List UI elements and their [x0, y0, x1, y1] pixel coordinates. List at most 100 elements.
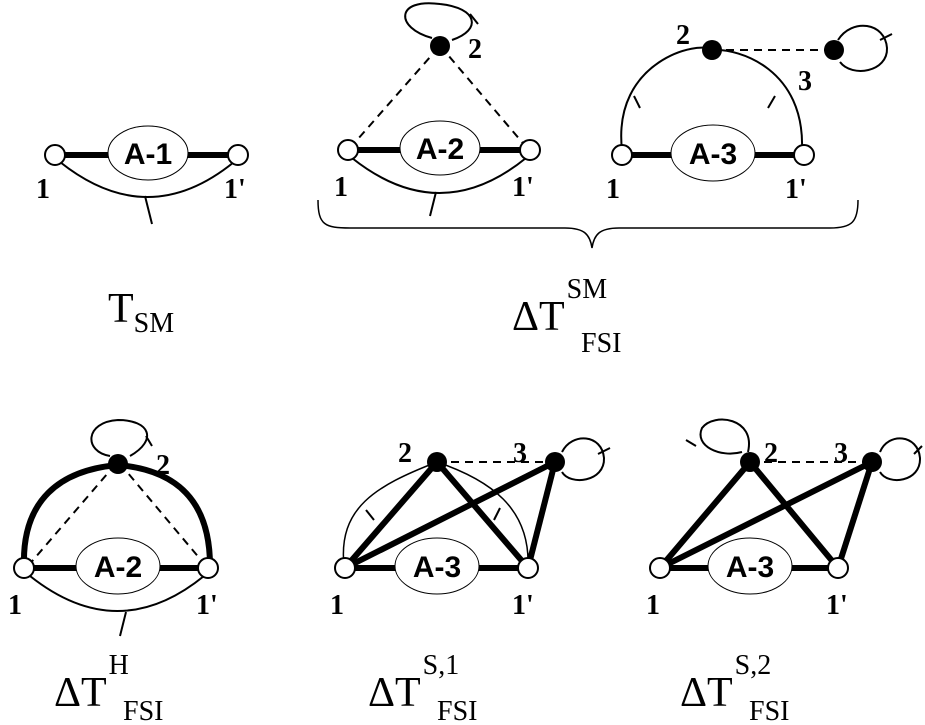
blob [75, 537, 161, 595]
thick-line-2-1p [747, 460, 841, 570]
node-1p-label: 1' [196, 590, 218, 621]
diagram-h: A-2 2 1 1' [8, 418, 219, 637]
node-1p [197, 557, 219, 579]
loop-tick-2 [685, 439, 697, 447]
caption-t-sm: TSM [108, 286, 174, 339]
node-1p-label: 1' [512, 590, 534, 621]
thick-line-3-1p [835, 461, 875, 569]
node-2-label: 2 [156, 450, 170, 481]
dashed-line-1p-2 [121, 465, 207, 567]
node-2 [430, 36, 450, 56]
node-1 [44, 144, 66, 166]
loop-tick [879, 33, 893, 41]
node-1 [334, 557, 356, 579]
thick-line-1-3 [658, 459, 874, 571]
self-loop-3 [879, 437, 922, 481]
blob-label: A-2 [416, 133, 464, 166]
diagram-a2: A-2 2 1 1' [334, 2, 541, 217]
node-2 [702, 40, 722, 60]
node-3 [545, 452, 565, 472]
node-2-label: 2 [676, 20, 690, 51]
blob-label: A-3 [413, 551, 461, 584]
thin-arc-right [436, 461, 529, 567]
node-1 [337, 139, 359, 161]
node-1 [649, 557, 671, 579]
blob-label: A-3 [726, 551, 774, 584]
dashed-line-1p-2 [441, 47, 528, 149]
arc-tick [119, 611, 127, 637]
node-3-label: 3 [834, 438, 848, 469]
node-2-label: 2 [764, 438, 778, 469]
node-2 [108, 454, 128, 474]
node-3 [824, 40, 844, 60]
node-1 [611, 144, 633, 166]
node-1-label: 1 [334, 172, 348, 203]
blob [394, 537, 480, 595]
self-loop [404, 2, 473, 41]
node-1p-label: 1' [512, 172, 534, 203]
node-1-label: 1 [36, 174, 50, 205]
arc-tick-right [767, 95, 776, 109]
dashed-line-1-2 [27, 465, 115, 567]
node-1-label: 1 [606, 174, 620, 205]
blob-label: A-2 [94, 551, 142, 584]
node-2 [740, 452, 760, 472]
blob-label: A-1 [124, 138, 172, 171]
node-1 [13, 557, 35, 579]
self-loop [837, 24, 889, 72]
blob [707, 537, 793, 595]
diagram-a3: A-3 2 3 1 1' [606, 20, 893, 205]
arc-tick-left [633, 95, 641, 109]
thick-line-3-1p [525, 461, 558, 569]
lower-arc [29, 575, 205, 612]
blob-label: A-3 [689, 138, 737, 171]
arc-tick [429, 191, 437, 217]
node-1p-label: 1' [224, 174, 246, 205]
blob [399, 120, 481, 176]
thick-line-1-3 [343, 459, 557, 571]
thick-line-1-2 [342, 460, 440, 570]
self-loop-2 [699, 418, 750, 455]
arc-tick-left [365, 509, 375, 521]
node-1p [517, 557, 539, 579]
self-loop [90, 418, 149, 457]
self-loop [561, 437, 606, 481]
thick-line-2-1p [434, 460, 531, 570]
thick-line-1-2 [657, 460, 753, 570]
node-3-label: 3 [513, 438, 527, 469]
node-1p [793, 144, 815, 166]
node-1p [227, 144, 249, 166]
node-2 [427, 452, 447, 472]
node-1p-label: 1' [785, 174, 807, 205]
node-3 [862, 452, 882, 472]
loop-tick [145, 435, 153, 447]
node-2-label: 2 [398, 438, 412, 469]
diagram-a1: A-1 1 1' [36, 125, 249, 225]
grouping-brace [317, 199, 859, 249]
diagram-s2: A-3 2 3 1 1' [646, 418, 923, 621]
node-1-label: 1 [330, 590, 344, 621]
loop-tick [469, 13, 479, 25]
lower-arc [59, 161, 235, 198]
node-1-label: 1 [646, 590, 660, 621]
node-3-label: 3 [798, 66, 812, 97]
blob [670, 124, 756, 182]
diagram-s1: A-3 2 3 1 1' [330, 437, 611, 621]
node-2-label: 2 [468, 34, 482, 65]
node-1p [827, 557, 849, 579]
node-1-label: 1 [8, 590, 22, 621]
lower-arc [351, 157, 527, 194]
loop-tick-3 [913, 445, 923, 455]
loop-tick [597, 447, 611, 455]
arc-tick-right [493, 507, 501, 521]
arc-tick [144, 195, 153, 225]
node-1p-label: 1' [826, 590, 848, 621]
thin-arc [342, 461, 438, 567]
blob [107, 125, 189, 181]
node-1p [519, 139, 541, 161]
